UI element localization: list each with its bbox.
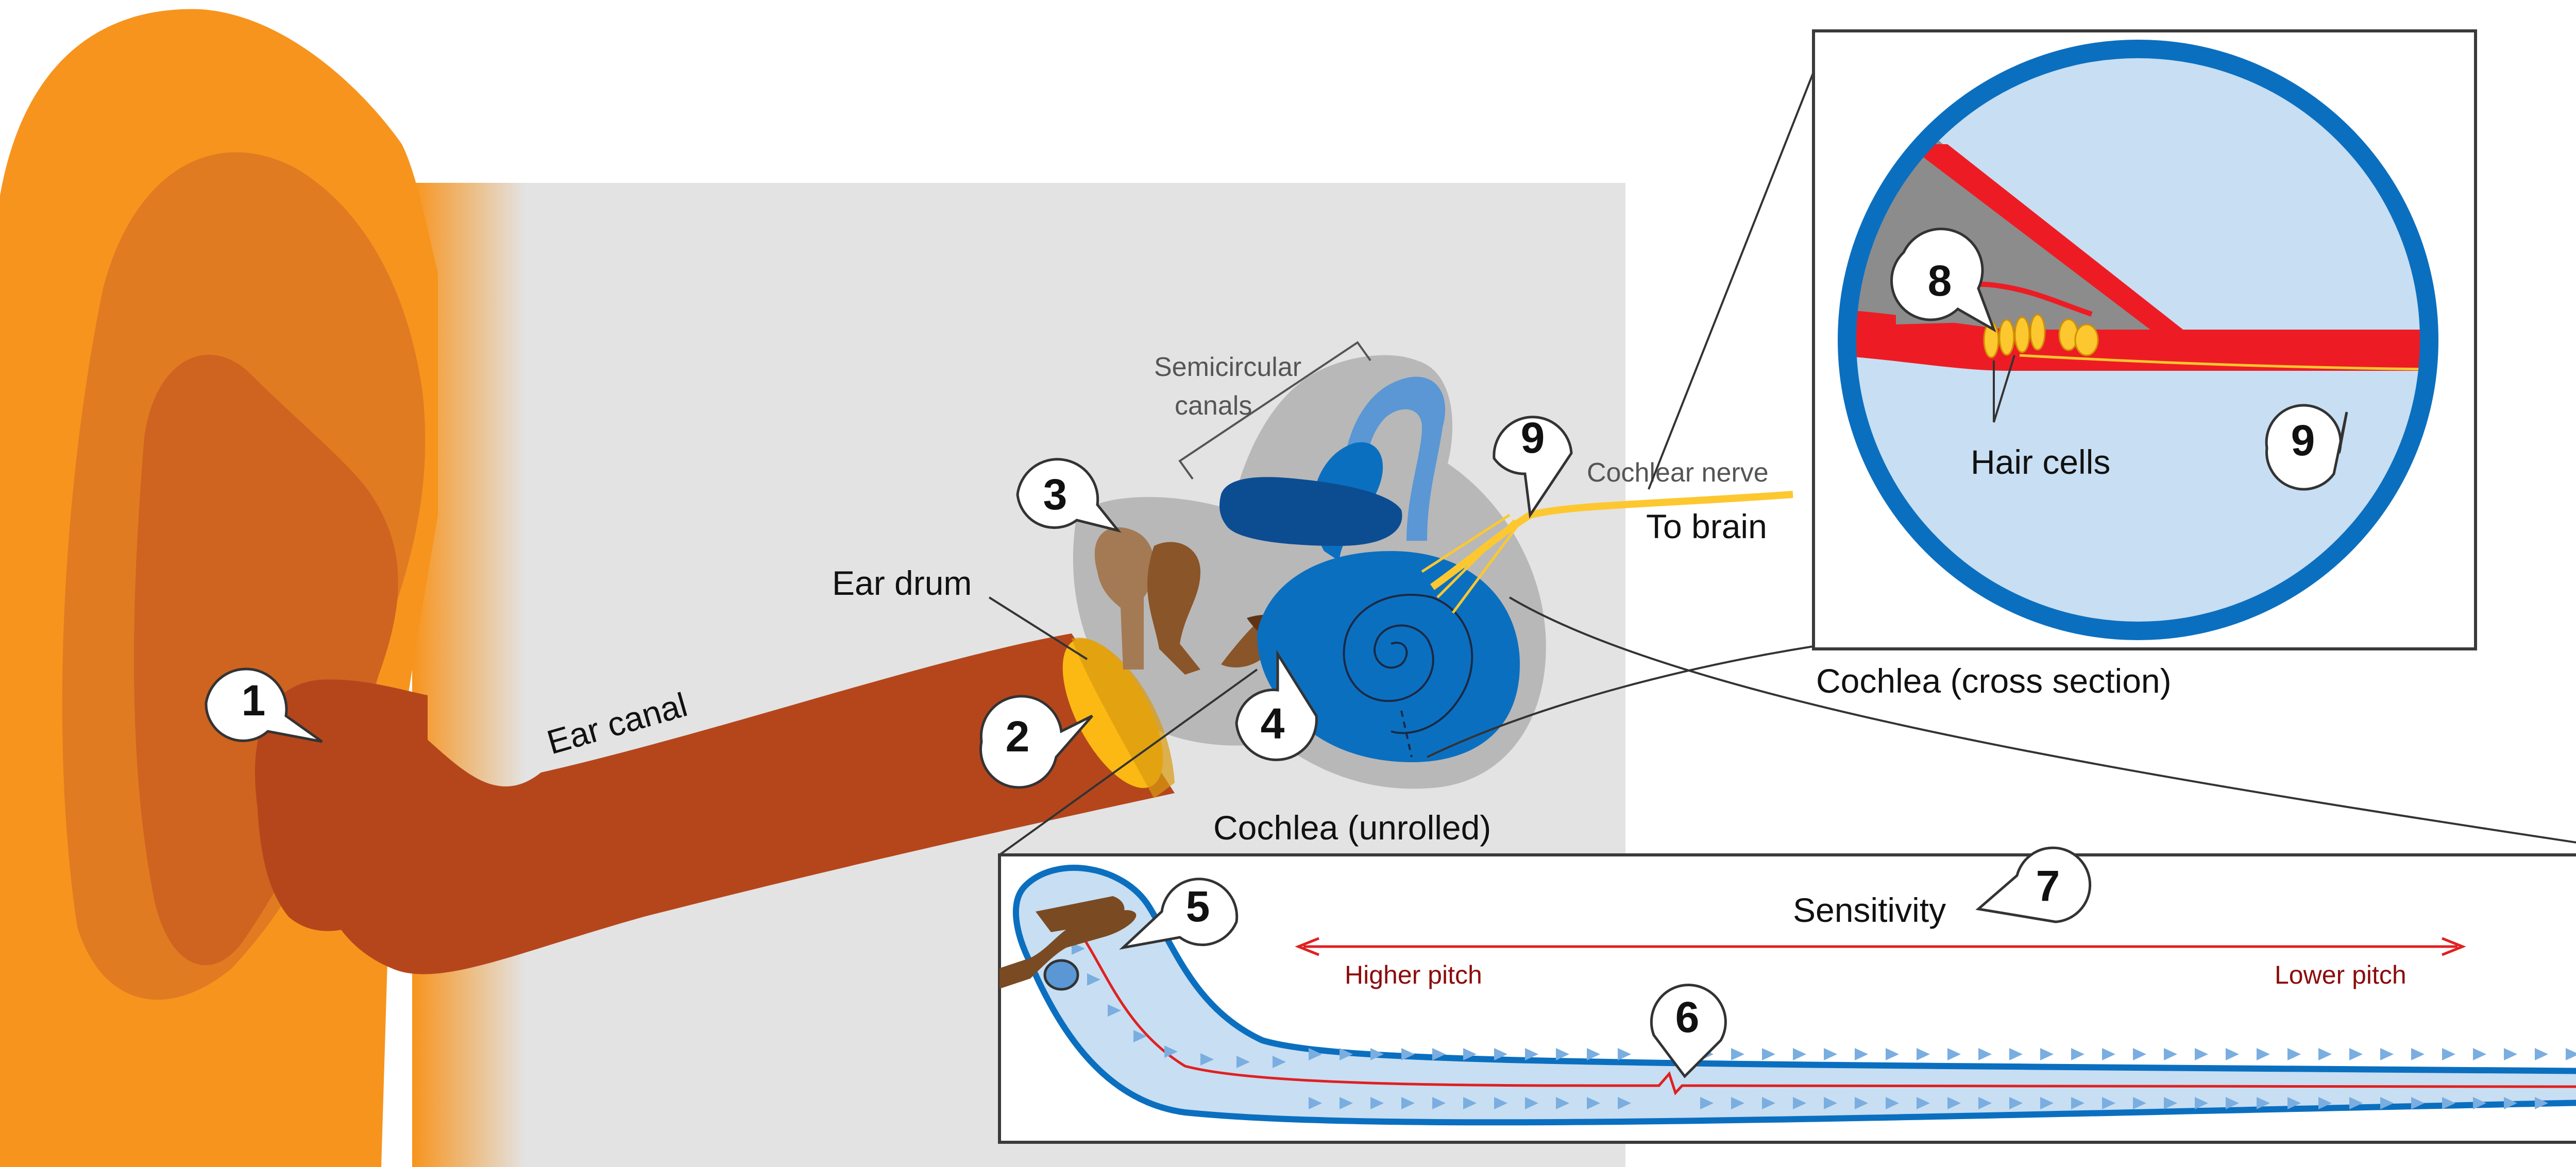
skin-fade — [412, 183, 526, 1167]
ear-drum-leader — [988, 596, 1088, 660]
cochlea-spiral-line — [1343, 593, 1473, 734]
unrolled-tube — [1012, 865, 2576, 1126]
cochlea-dashed-line — [1400, 710, 1413, 758]
callout-9-cross: 9 — [2265, 404, 2348, 491]
lateral-canal — [1219, 477, 1402, 546]
lower-pitch-label: Lower pitch — [2275, 960, 2406, 989]
callout-2-number: 2 — [1006, 712, 1030, 761]
callout-5-number: 5 — [1186, 882, 1210, 931]
hair-cells-leader — [1993, 355, 2015, 423]
callout-9-main: 9 — [1493, 414, 1573, 519]
ear-drum-label: Ear drum — [832, 564, 972, 602]
callout-3: 3 — [1016, 458, 1122, 533]
callout-1: 1 — [205, 667, 323, 743]
cross-section-panel: Hair cells — [1812, 29, 2477, 650]
callout-6: 6 — [1650, 984, 1727, 1078]
cross-section-leader-top — [1648, 72, 1815, 490]
cochlea — [1257, 551, 1520, 762]
hair-cells-label: Hair cells — [1971, 443, 2110, 481]
superior-canal — [1342, 376, 1446, 541]
semicircular-label-2: canals — [1175, 391, 1252, 421]
cochlea-wall — [1838, 40, 2438, 640]
unrolled-leader-left — [998, 668, 1258, 856]
unrolled-leader-right — [1509, 596, 2576, 844]
callout-7-number: 7 — [2036, 862, 2060, 910]
callout-6-number: 6 — [1675, 993, 1700, 1041]
callout-3-number: 3 — [1043, 470, 1067, 519]
callout-2: 2 — [979, 695, 1093, 789]
cochlea-triangle-marks — [1072, 942, 2576, 1109]
callout-8-number: 8 — [1928, 256, 1952, 305]
leader-lines — [988, 72, 2576, 856]
ear-canal — [303, 633, 1175, 974]
callout-4: 4 — [1235, 649, 1318, 761]
callout-8: 8 — [1890, 228, 1996, 333]
callout-1-number: 1 — [242, 676, 266, 725]
stapes-unrolled — [999, 896, 1137, 989]
callout-7: 7 — [1975, 846, 2092, 923]
callout-9-cross-number: 9 — [2291, 416, 2315, 465]
hair-cell-group — [1983, 314, 2099, 358]
to-brain-label: To brain — [1646, 507, 1767, 545]
cochlear-nerve — [1421, 491, 1793, 614]
sensitivity-label: Sensitivity — [1793, 891, 1946, 929]
reissner-membrane — [1906, 144, 2190, 340]
auricle-inner — [134, 354, 398, 966]
callout-9-main-number: 9 — [1521, 414, 1545, 462]
semicircular-label-1: Semicircular — [1154, 352, 1301, 382]
pitch-arrow — [1295, 937, 2466, 956]
semicircular-canals — [1219, 376, 1446, 561]
cochlea-unrolled-label: Cochlea (unrolled) — [1213, 809, 1491, 847]
malleus — [1094, 527, 1155, 670]
basilar-membrane-line — [1071, 921, 2576, 1095]
cross-section-leader-bottom — [1427, 645, 1814, 758]
cochlea-cross-section-label: Cochlea (cross section) — [1816, 662, 2172, 700]
callout-4-number: 4 — [1261, 699, 1285, 748]
higher-pitch-label: Higher pitch — [1345, 960, 1482, 989]
round-window — [1043, 959, 1079, 991]
semicircular-bracket — [1178, 341, 1371, 480]
cochlea-body — [1257, 551, 1520, 762]
outer-ear — [0, 9, 526, 1167]
cochlear-nerve-label: Cochlear nerve — [1587, 458, 1769, 488]
callout-5: 5 — [1119, 878, 1239, 950]
unrolled-cochlea-panel: Higher pitch Lower pitch Sensitivity — [998, 853, 2576, 1144]
ear-drum — [1062, 638, 1175, 798]
nerve-fiber-cross — [2019, 354, 2429, 371]
incus — [1147, 542, 1200, 675]
